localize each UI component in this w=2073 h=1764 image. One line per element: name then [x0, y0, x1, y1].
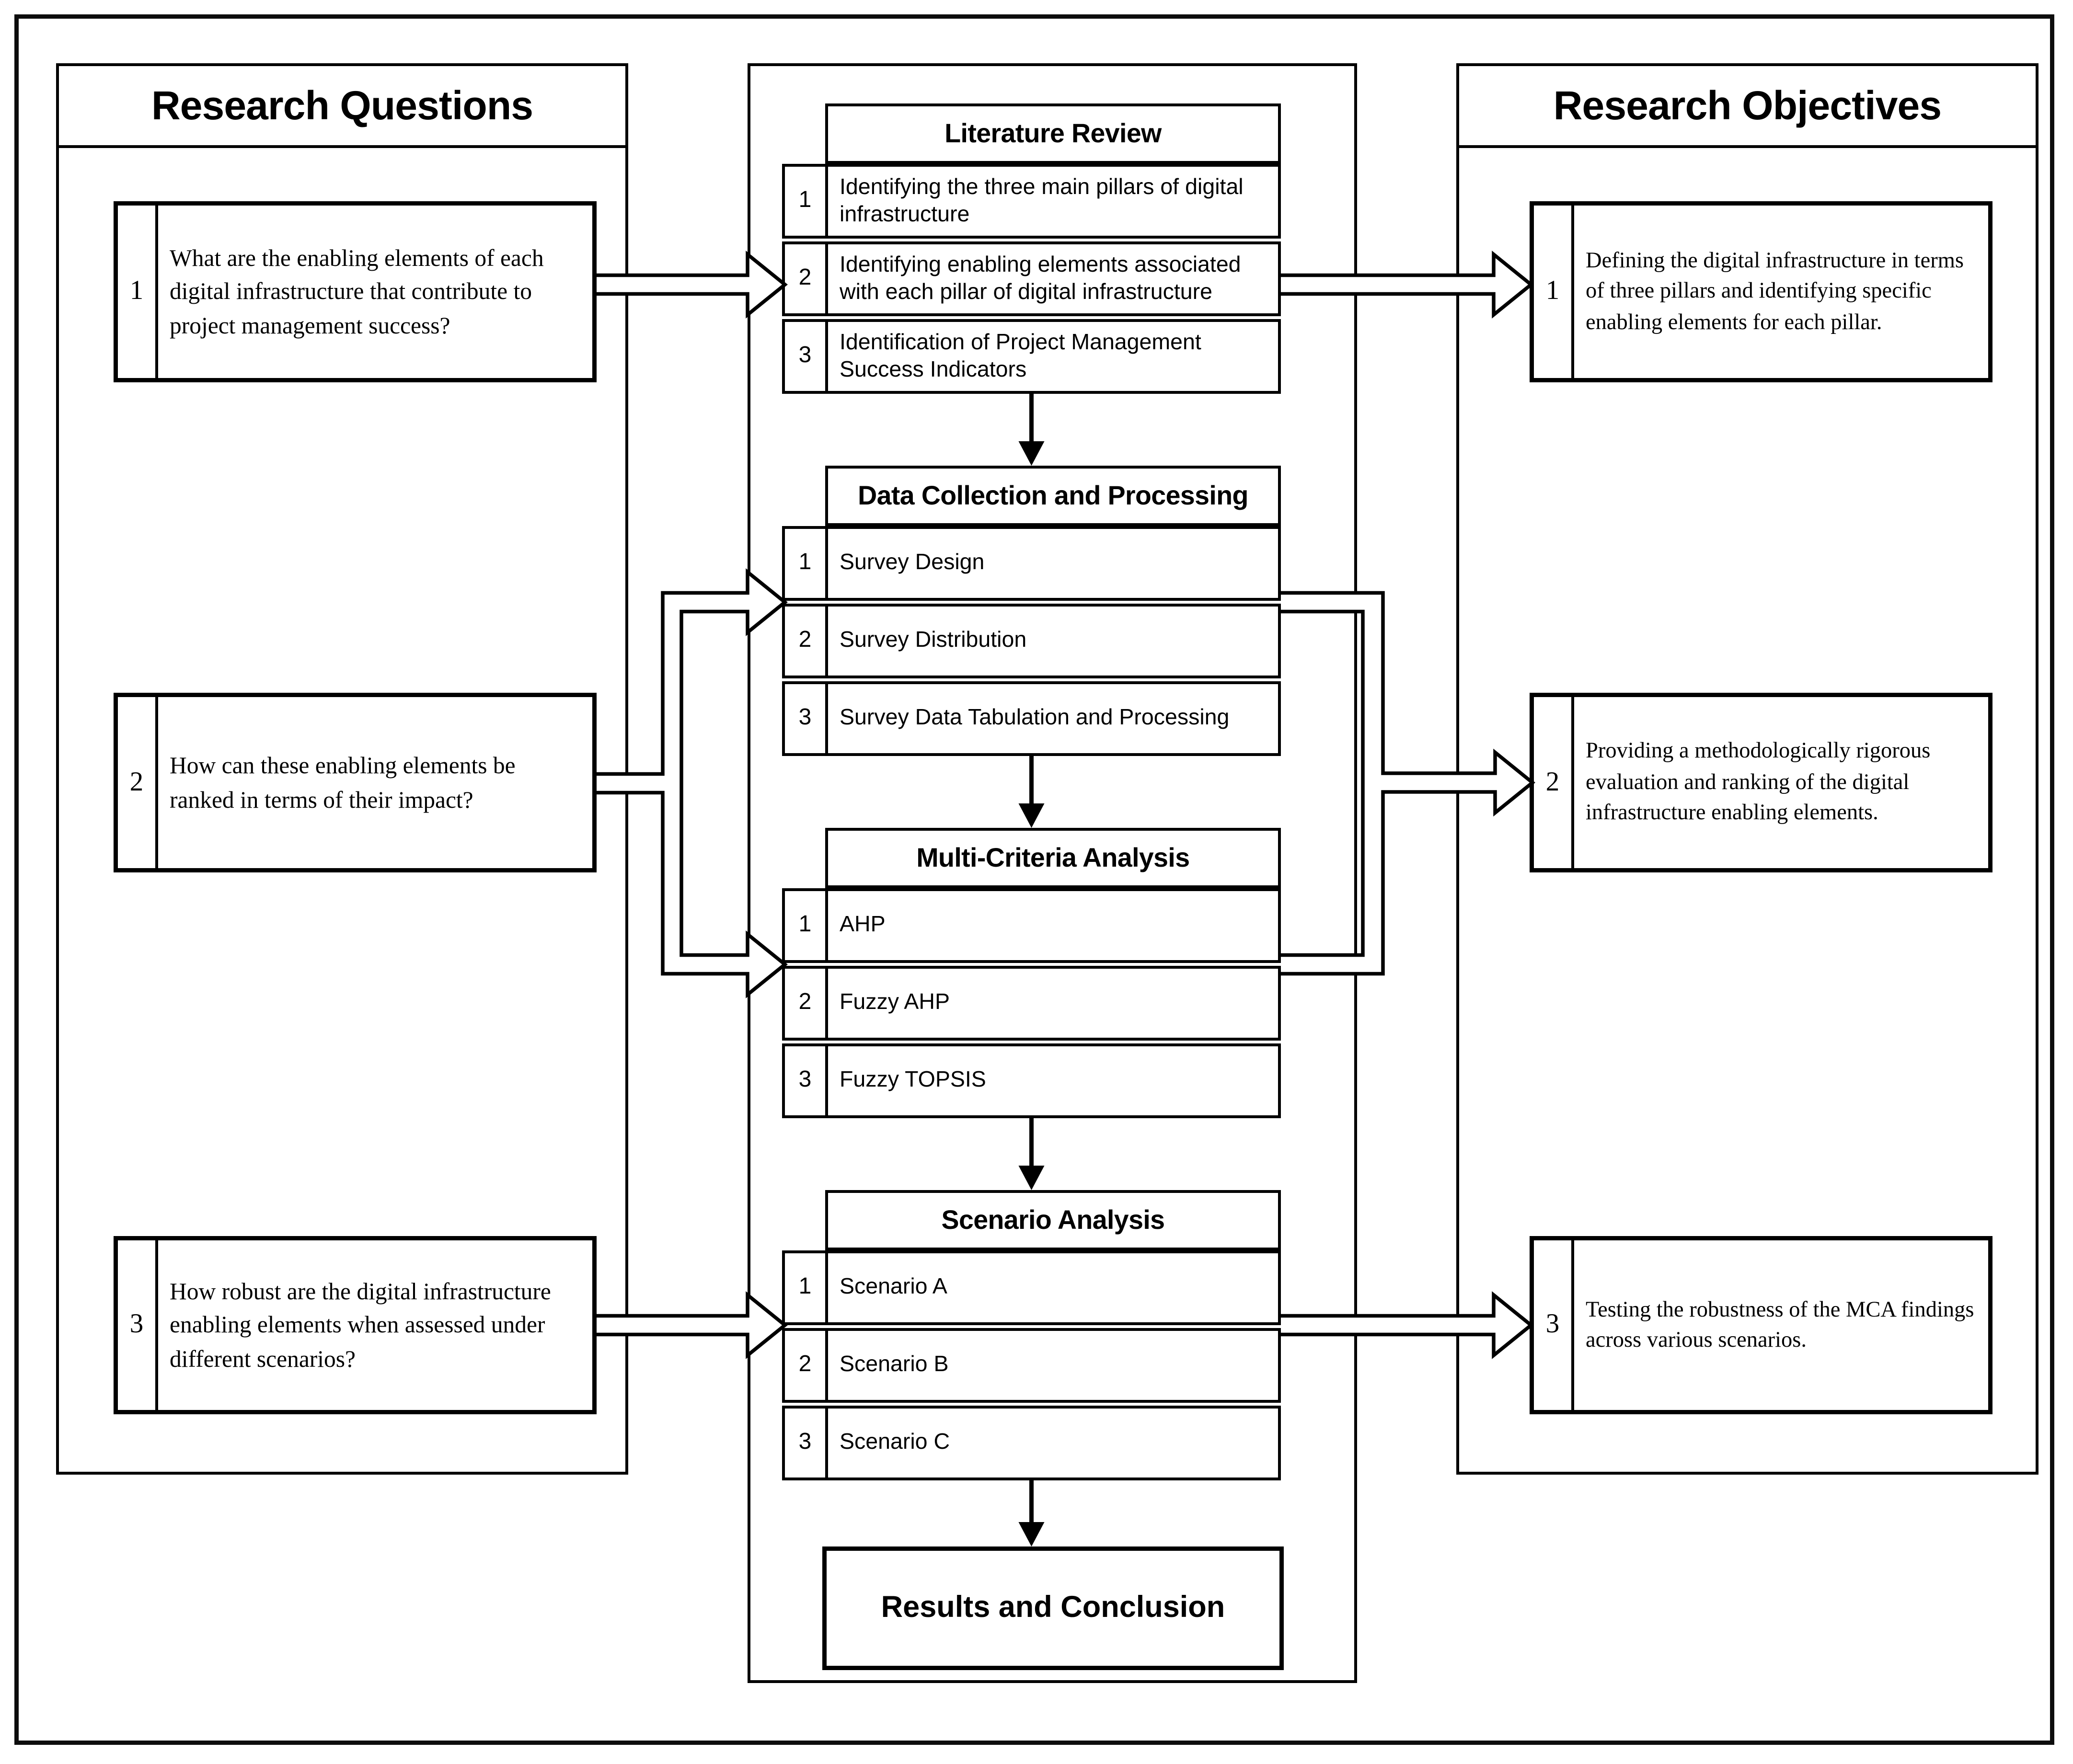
multi-criteria-body: 1 AHP 2 Fuzzy AHP 3 Fuzzy TOPSIS — [782, 888, 1281, 1118]
row-text: Identifying enabling elements associated… — [840, 252, 1241, 305]
results-conclusion-box: Results and Conclusion — [822, 1546, 1284, 1670]
scenario-analysis-header: Scenario Analysis — [825, 1190, 1281, 1250]
objective-1-number: 1 — [1534, 206, 1574, 378]
row-text: Identifying the three main pillars of di… — [840, 174, 1244, 227]
row-text: Identification of Project Management Suc… — [840, 330, 1201, 382]
row-text: Scenario A — [840, 1275, 947, 1300]
row-number: 1 — [785, 529, 828, 598]
row-number: 2 — [785, 607, 828, 676]
objective-3-number: 3 — [1534, 1240, 1574, 1410]
row-number: 2 — [785, 244, 828, 313]
objective-3-text: Testing the robustness of the MCA findin… — [1586, 1297, 1974, 1352]
row-text: Scenario B — [840, 1352, 949, 1377]
data-collection-row-1: 1 Survey Design — [782, 526, 1281, 601]
row-number: 1 — [785, 167, 828, 236]
multi-criteria-row-1: 1 AHP — [782, 888, 1281, 963]
row-number: 3 — [785, 1046, 828, 1115]
scenario-analysis-row-3: 3 Scenario C — [782, 1406, 1281, 1480]
multi-criteria-header: Multi-Criteria Analysis — [825, 828, 1281, 888]
data-collection-body: 1 Survey Design 2 Survey Distribution 3 … — [782, 526, 1281, 756]
research-objectives-title: Research Objectives — [1459, 66, 2036, 148]
data-collection-row-3: 3 Survey Data Tabulation and Processing — [782, 681, 1281, 756]
row-number: 3 — [785, 1409, 828, 1478]
row-text: Fuzzy TOPSIS — [840, 1068, 986, 1093]
multi-criteria-row-3: 3 Fuzzy TOPSIS — [782, 1043, 1281, 1118]
objective-3-box: 3 Testing the robustness of the MCA find… — [1530, 1236, 1992, 1414]
question-2-box: 2 How can these enabling elements be ran… — [114, 693, 597, 872]
research-questions-title: Research Questions — [59, 66, 625, 148]
row-text: AHP — [840, 913, 886, 938]
row-text: Scenario C — [840, 1430, 950, 1455]
scenario-analysis-body: 1 Scenario A 2 Scenario B 3 Scenario C — [782, 1250, 1281, 1480]
literature-review-body: 1 Identifying the three main pillars of … — [782, 164, 1281, 394]
literature-review-row-2: 2 Identifying enabling elements associat… — [782, 241, 1281, 316]
question-2-text: How can these enabling elements be ranke… — [170, 752, 516, 813]
objective-1-text: Defining the digital infrastructure in t… — [1586, 248, 1964, 335]
objective-2-text: Providing a methodologically rigorous ev… — [1586, 739, 1931, 825]
row-text: Fuzzy AHP — [840, 990, 950, 1015]
literature-review-header: Literature Review — [825, 103, 1281, 164]
question-1-text: What are the enabling elements of each d… — [170, 244, 544, 339]
scenario-analysis-row-1: 1 Scenario A — [782, 1250, 1281, 1325]
row-number: 3 — [785, 684, 828, 753]
question-2-number: 2 — [118, 697, 158, 868]
data-collection-header: Data Collection and Processing — [825, 466, 1281, 526]
multi-criteria-row-2: 2 Fuzzy AHP — [782, 966, 1281, 1041]
scenario-analysis-row-2: 2 Scenario B — [782, 1328, 1281, 1403]
row-number: 2 — [785, 969, 828, 1038]
objective-2-number: 2 — [1534, 697, 1574, 868]
data-collection-row-2: 2 Survey Distribution — [782, 604, 1281, 678]
row-number: 1 — [785, 1253, 828, 1322]
row-number: 2 — [785, 1331, 828, 1400]
row-text: Survey Distribution — [840, 628, 1027, 653]
objective-2-box: 2 Providing a methodologically rigorous … — [1530, 693, 1992, 872]
row-text: Survey Data Tabulation and Processing — [840, 706, 1230, 731]
question-3-text: How robust are the digital infrastructur… — [170, 1277, 551, 1373]
question-1-box: 1 What are the enabling elements of each… — [114, 201, 597, 382]
question-3-box: 3 How robust are the digital infrastruct… — [114, 1236, 597, 1414]
objective-1-box: 1 Defining the digital infrastructure in… — [1530, 201, 1992, 382]
row-number: 3 — [785, 322, 828, 391]
row-number: 1 — [785, 891, 828, 960]
outer-frame — [14, 14, 2054, 1745]
literature-review-row-1: 1 Identifying the three main pillars of … — [782, 164, 1281, 239]
question-1-number: 1 — [118, 206, 158, 378]
literature-review-row-3: 3 Identification of Project Management S… — [782, 319, 1281, 394]
question-3-number: 3 — [118, 1240, 158, 1410]
row-text: Survey Design — [840, 550, 985, 575]
